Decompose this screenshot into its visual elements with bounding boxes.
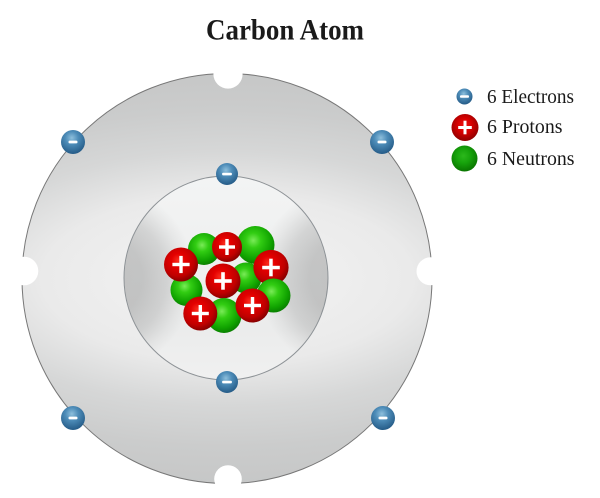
svg-text:6 Electrons: 6 Electrons	[487, 87, 574, 108]
svg-text:Carbon Atom: Carbon Atom	[206, 14, 364, 47]
svg-text:6 Neutrons: 6 Neutrons	[487, 149, 575, 170]
svg-text:6 Protons: 6 Protons	[487, 117, 563, 138]
